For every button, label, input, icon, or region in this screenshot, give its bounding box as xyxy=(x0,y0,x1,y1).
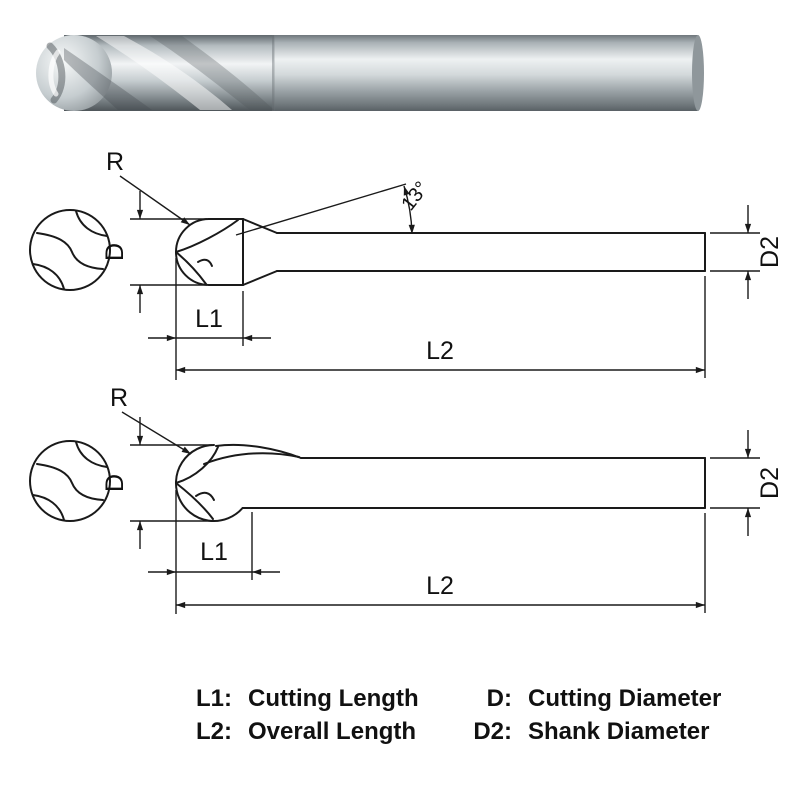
drawing-top: R 13° D L1 L2 xyxy=(29,148,784,380)
radius-leader-line xyxy=(119,175,191,226)
photo-shank-end xyxy=(692,35,704,111)
overall-length-label: L2 xyxy=(426,572,454,600)
legend-d2-text: Shank Diameter xyxy=(528,718,709,745)
photo-flute-highlight xyxy=(96,36,232,110)
end-view-top xyxy=(29,209,111,291)
cutting-diameter-label: D xyxy=(101,243,129,261)
taper-top-line xyxy=(242,218,278,234)
cutting-length-dimension-bottom: L1 xyxy=(148,490,280,614)
end-view-bottom xyxy=(29,440,111,522)
overall-length-dimension-top: L2 xyxy=(176,276,706,378)
legend: L1: Cutting Length L2: Overall Length D:… xyxy=(196,685,721,745)
cutting-diameter-dimension-top: D xyxy=(101,191,207,313)
angle-label: 13° xyxy=(397,178,433,215)
cutting-length-dimension-top: L1 xyxy=(148,258,271,380)
photo-flute-shadow-2 xyxy=(150,36,274,110)
flute-curve-lower xyxy=(175,482,214,520)
drawing-bottom: R D L1 L2 xyxy=(29,384,784,614)
profile-bottom xyxy=(174,443,706,522)
photo-ball-highlight xyxy=(48,49,61,97)
cutting-diameter-label: D xyxy=(101,474,129,492)
legend-d-text: Cutting Diameter xyxy=(528,685,721,712)
radius-leader-line xyxy=(121,411,192,455)
ball-outline xyxy=(175,218,210,286)
overall-length-dimension-bottom: L2 xyxy=(176,513,706,613)
legend-d-label: D: xyxy=(487,685,512,712)
radius-label: R xyxy=(106,148,124,176)
flute-curve-upper xyxy=(175,446,219,484)
taper-bottom-line xyxy=(242,270,278,286)
cutting-length-label: L1 xyxy=(200,538,228,566)
flute-leaf-lower xyxy=(203,452,300,465)
shank-diameter-label: D2 xyxy=(756,236,784,268)
legend-l1-text: Cutting Length xyxy=(248,685,419,712)
photo-shank xyxy=(274,35,698,111)
radius-label: R xyxy=(110,384,128,412)
legend-l1-label: L1: xyxy=(196,685,232,712)
radius-annotation-top: R xyxy=(106,148,191,226)
profile-top xyxy=(175,218,706,286)
flute-gash xyxy=(197,258,213,267)
shank-diameter-dimension-bottom: D2 xyxy=(710,430,784,536)
flute-curve-lower xyxy=(175,251,207,285)
cutting-diameter-dimension-bottom: D xyxy=(101,417,212,549)
ball-outline xyxy=(174,444,244,522)
photo-junction-line xyxy=(272,35,275,111)
taper-angle-annotation: 13° xyxy=(235,178,433,236)
shank-diameter-dimension-top: D2 xyxy=(710,205,784,299)
angle-arc xyxy=(403,185,415,235)
legend-l2-label: L2: xyxy=(196,718,232,745)
overall-length-label: L2 xyxy=(426,337,454,365)
radius-annotation-bottom: R xyxy=(110,384,192,455)
flute-curve-upper xyxy=(175,219,239,253)
shank-diameter-label: D2 xyxy=(756,467,784,499)
photo-flute-shadow-1 xyxy=(64,48,152,110)
angle-reference-line xyxy=(235,183,407,236)
cutting-length-label: L1 xyxy=(195,305,223,333)
end-mill-photo xyxy=(36,35,704,111)
legend-d2-label: D2: xyxy=(473,718,512,745)
legend-l2-text: Overall Length xyxy=(248,718,416,745)
flute-gash xyxy=(195,491,215,501)
